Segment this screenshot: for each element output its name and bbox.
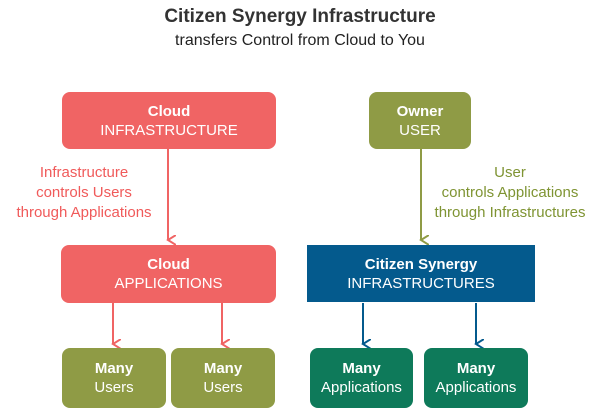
citizen-synergy-infrastructures-box: Citizen Synergy INFRASTRUCTURES [307,245,535,302]
many-users-2-line1: Many [203,360,243,377]
owner-user-box: Owner USER [369,92,471,149]
many-applications-box-2: Many Applications [424,348,528,408]
many-users-1-line1: Many [94,360,134,377]
cloud-infrastructure-line1: Cloud [147,102,191,120]
many-applications-box-1: Many Applications [310,348,413,408]
many-applications-2-line1: Many [456,360,496,377]
right-edge-label: User controls Applications through Infra… [424,163,596,223]
owner-user-line2: USER [399,121,441,139]
cloud-applications-box: Cloud APPLICATIONS [61,245,276,303]
left-edge-label-line1: Infrastructure [39,164,129,181]
diagram-subtitle: transfers Control from Cloud to You [175,32,425,49]
citizen-synergy-line2: INFRASTRUCTURES [347,274,495,292]
cloud-applications-line2: APPLICATIONS [114,275,223,292]
many-applications-2-line2: Applications [435,379,517,396]
cloud-infrastructure-line2: INFRASTRUCTURE [100,121,238,139]
many-applications-1-line1: Many [342,360,381,377]
left-edge-label-line3: through Applications [16,204,152,221]
many-users-box-2: Many Users [171,348,275,408]
citizen-synergy-line1: Citizen Synergy [364,255,478,273]
many-users-box-1: Many Users [62,348,166,408]
left-edge-label: Infrastructure controls Users through Ap… [0,163,168,223]
cloud-applications-line1: Cloud [147,256,190,273]
left-edge-label-line2: controls Users [36,184,132,201]
right-edge-label-line3: through Infrastructures [434,204,586,221]
many-users-1-line2: Users [94,379,134,396]
many-applications-1-line2: Applications [321,379,402,396]
many-users-2-line2: Users [203,379,243,396]
owner-user-line1: Owner [396,102,444,120]
cloud-infrastructure-box: Cloud INFRASTRUCTURE [62,92,276,149]
right-edge-label-line1: User [494,164,526,181]
diagram-title: Citizen Synergy Infrastructure [164,6,436,27]
right-edge-label-line2: controls Applications [441,184,579,201]
